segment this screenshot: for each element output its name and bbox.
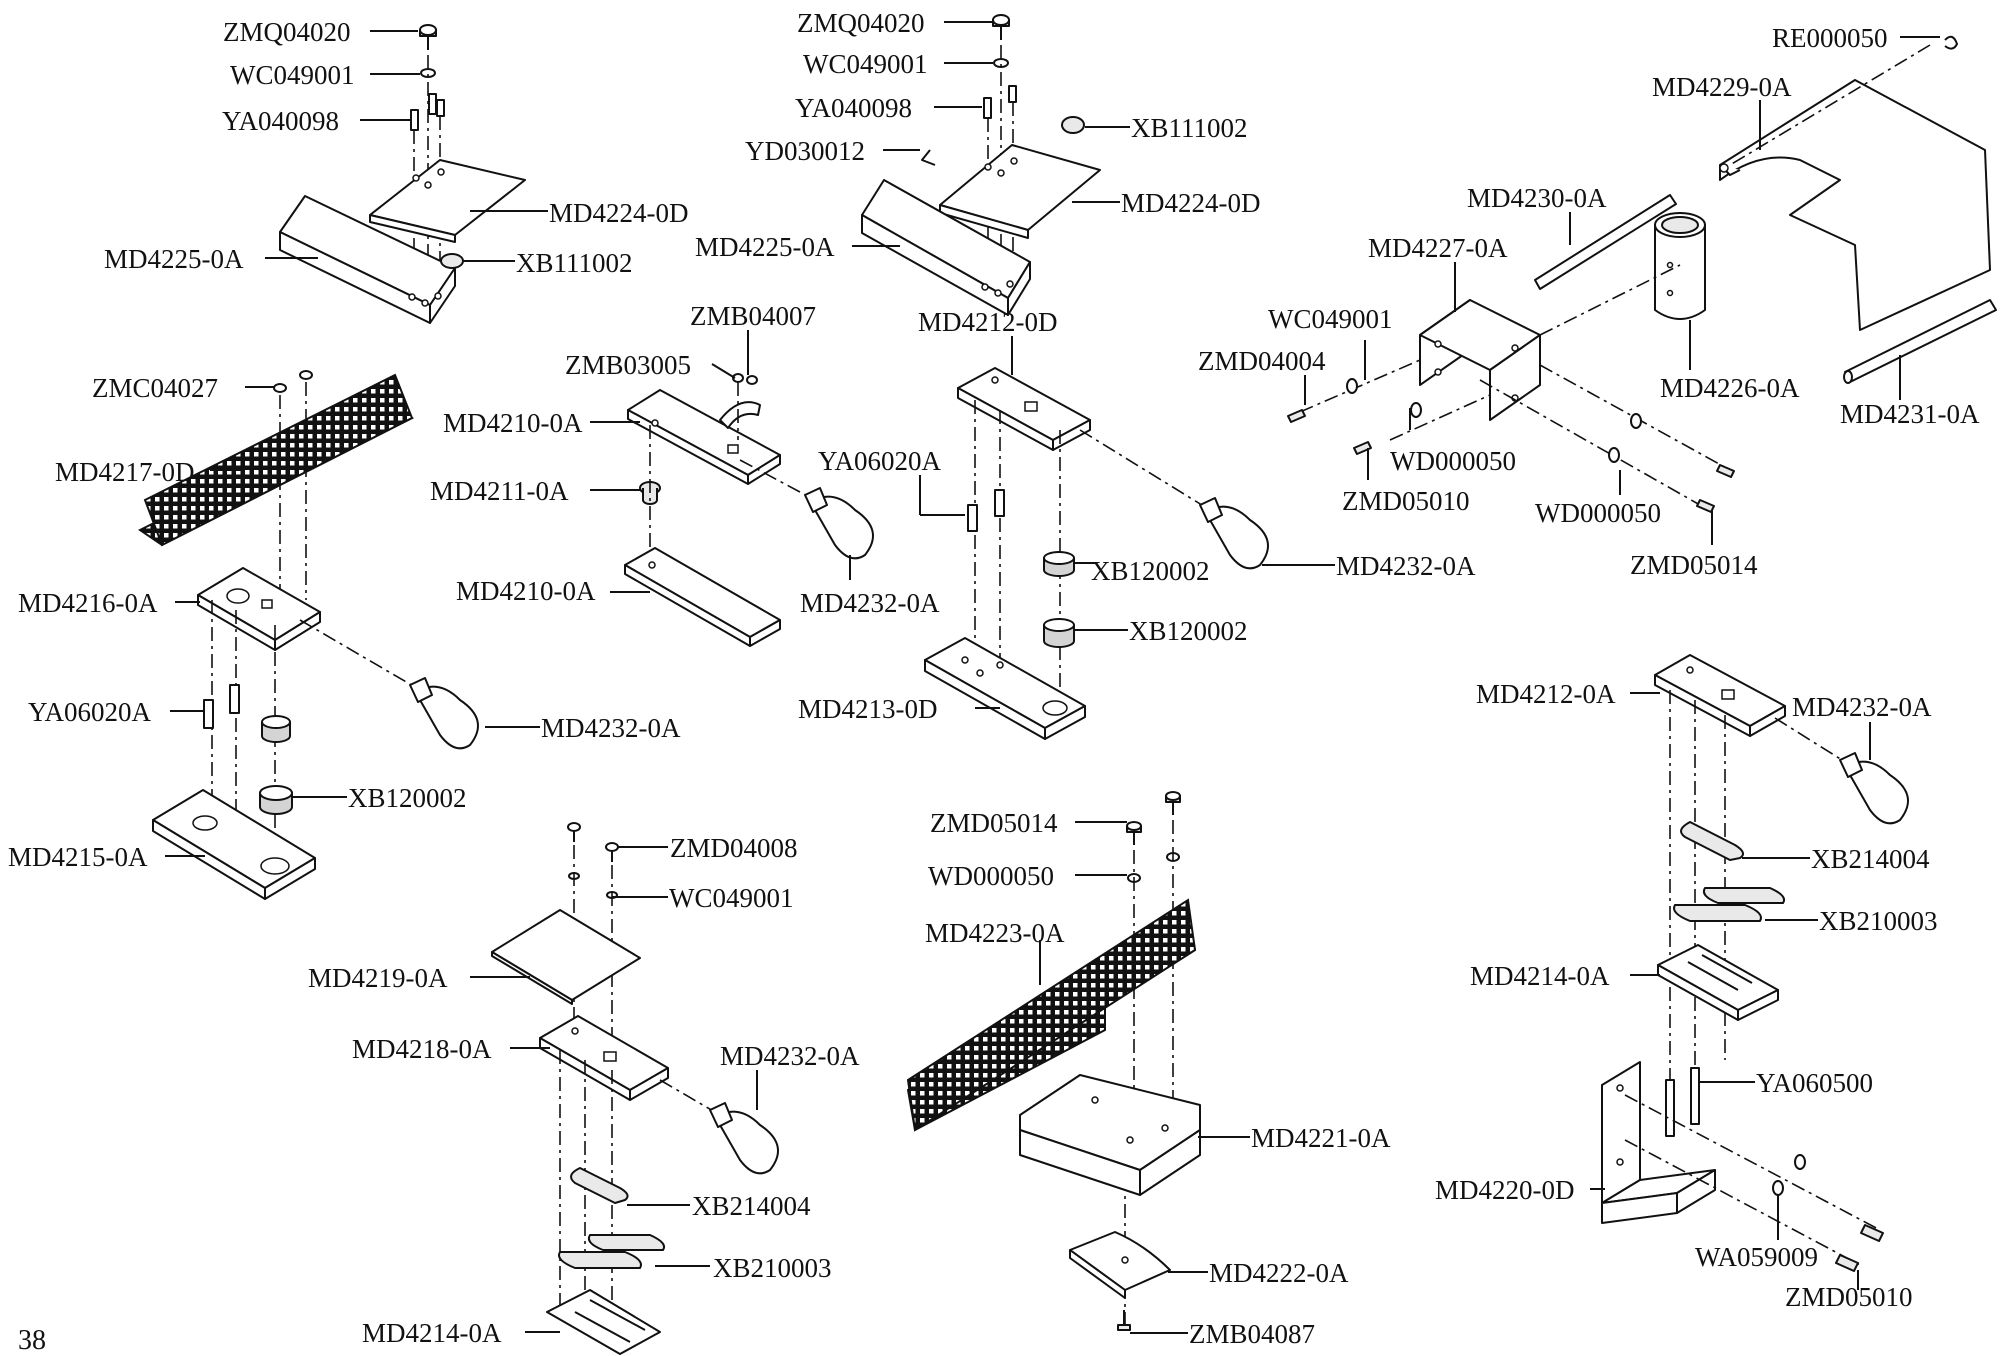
label-md4215-0a: MD4215-0A xyxy=(8,842,148,872)
label-md4232-0a-d: MD4232-0A xyxy=(541,713,681,743)
label-md4226-0a: MD4226-0A xyxy=(1660,373,1800,403)
label-md4221-0a: MD4221-0A xyxy=(1251,1123,1391,1153)
label-zmd04004: ZMD04004 xyxy=(1198,346,1326,376)
assembly-group-f: MD4212-0D YA06020A XB120002 XB120002 MD4… xyxy=(798,307,1476,740)
assembly-group-d: ZMC04027 MD4217-0D MD4216-0A YA06020A XB… xyxy=(8,370,681,900)
label-ya060500: YA060500 xyxy=(1756,1068,1873,1098)
label-wd000050-h: WD000050 xyxy=(928,861,1054,891)
label-md4223-0a: MD4223-0A xyxy=(925,918,1065,948)
label-ya040098: YA040098 xyxy=(222,106,339,136)
label-ya06020a-f: YA06020A xyxy=(818,446,942,476)
label-md4232-0a-f: MD4232-0A xyxy=(1336,551,1476,581)
label-xb120002-f2: XB120002 xyxy=(1129,616,1248,646)
label-wc049001: WC049001 xyxy=(230,60,355,90)
label-yd030012: YD030012 xyxy=(745,136,865,166)
label-md4230-0a: MD4230-0A xyxy=(1467,183,1607,213)
label-md4214-0a-g: MD4214-0A xyxy=(362,1318,502,1348)
label-ya06020a: YA06020A xyxy=(28,697,152,727)
label-zmc04027: ZMC04027 xyxy=(92,373,218,403)
label-xb210003-g: XB210003 xyxy=(713,1253,832,1283)
label-md4224-0d: MD4224-0D xyxy=(549,198,689,228)
label-md4212-0d: MD4212-0D xyxy=(918,307,1058,337)
label-zmd05010: ZMD05010 xyxy=(1342,486,1470,516)
label-md4212-0a: MD4212-0A xyxy=(1476,679,1616,709)
label-zmd05014-h: ZMD05014 xyxy=(930,808,1058,838)
label-md4210-0a: MD4210-0A xyxy=(443,408,583,438)
label-xb111002: XB111002 xyxy=(516,248,633,278)
label-xb120002: XB120002 xyxy=(348,783,467,813)
label-md4222-0a: MD4222-0A xyxy=(1209,1258,1349,1288)
page-number: 38 xyxy=(18,1325,46,1356)
assembly-group-g: ZMD04008 WC049001 MD4219-0A MD4218-0A MD… xyxy=(308,822,860,1355)
label-zmb04007: ZMB04007 xyxy=(690,301,816,331)
label-wc049001-b: WC049001 xyxy=(803,49,928,79)
label-md4214-0a-i: MD4214-0A xyxy=(1470,961,1610,991)
assembly-group-a: ZMQ04020 WC049001 YA040098 MD4224-0D MD4… xyxy=(104,17,689,324)
label-zmd05014: ZMD05014 xyxy=(1630,550,1758,580)
label-zmb04087: ZMB04087 xyxy=(1189,1319,1315,1349)
label-ya040098-b: YA040098 xyxy=(795,93,912,123)
label-wd000050: WD000050 xyxy=(1390,446,1516,476)
label-md4229-0a: MD4229-0A xyxy=(1652,72,1792,102)
label-md4232-0a-i: MD4232-0A xyxy=(1792,692,1932,722)
label-md4211-0a: MD4211-0A xyxy=(430,476,569,506)
label-md4232-0a-g: MD4232-0A xyxy=(720,1041,860,1071)
label-md4216-0a: MD4216-0A xyxy=(18,588,158,618)
assembly-group-h: ZMD05014 WD000050 MD4223-0A MD4221-0A MD… xyxy=(906,791,1391,1349)
label-md4227-0a: MD4227-0A xyxy=(1368,233,1508,263)
label-xb210003-i: XB210003 xyxy=(1819,906,1938,936)
label-md4220-0d: MD4220-0D xyxy=(1435,1175,1575,1205)
label-wa059009: WA059009 xyxy=(1695,1242,1818,1272)
label-xb214004-i: XB214004 xyxy=(1811,844,1930,874)
label-zmq04020-b: ZMQ04020 xyxy=(797,8,925,38)
label-wd000050-c: WD000050 xyxy=(1535,498,1661,528)
assembly-group-b: ZMQ04020 WC049001 YA040098 XB111002 YD03… xyxy=(695,8,1261,316)
label-xb120002-f1: XB120002 xyxy=(1091,556,1210,586)
label-md4210-0a-b: MD4210-0A xyxy=(456,576,596,606)
label-xb111002-b: XB111002 xyxy=(1131,113,1248,143)
label-md4231-0a: MD4231-0A xyxy=(1840,399,1980,429)
assembly-group-c: RE000050 MD4229-0A MD4230-0A MD4227-0A W… xyxy=(1198,23,1997,580)
label-md4218-0a: MD4218-0A xyxy=(352,1034,492,1064)
label-zmb03005: ZMB03005 xyxy=(565,350,691,380)
assembly-group-i: MD4212-0A MD4232-0A XB214004 XB210003 MD… xyxy=(1435,654,1938,1312)
label-zmd04008: ZMD04008 xyxy=(670,833,798,863)
label-wc049001-c: WC049001 xyxy=(1268,304,1393,334)
label-md4217-0d: MD4217-0D xyxy=(55,457,195,487)
label-zmd05010-i: ZMD05010 xyxy=(1785,1282,1913,1312)
label-wc049001-g: WC049001 xyxy=(669,883,794,913)
label-re000050: RE000050 xyxy=(1772,23,1888,53)
label-md4232-0a-e: MD4232-0A xyxy=(800,588,940,618)
label-md4225-0a-b: MD4225-0A xyxy=(695,232,835,262)
label-zmq04020: ZMQ04020 xyxy=(223,17,351,47)
assembly-group-e: ZMB04007 ZMB03005 MD4210-0A MD4211-0A MD… xyxy=(430,301,940,647)
label-md4224-0d-b: MD4224-0D xyxy=(1121,188,1261,218)
label-md4219-0a: MD4219-0A xyxy=(308,963,448,993)
label-xb214004-g: XB214004 xyxy=(692,1191,811,1221)
label-md4225-0a: MD4225-0A xyxy=(104,244,244,274)
label-md4213-0d: MD4213-0D xyxy=(798,694,938,724)
